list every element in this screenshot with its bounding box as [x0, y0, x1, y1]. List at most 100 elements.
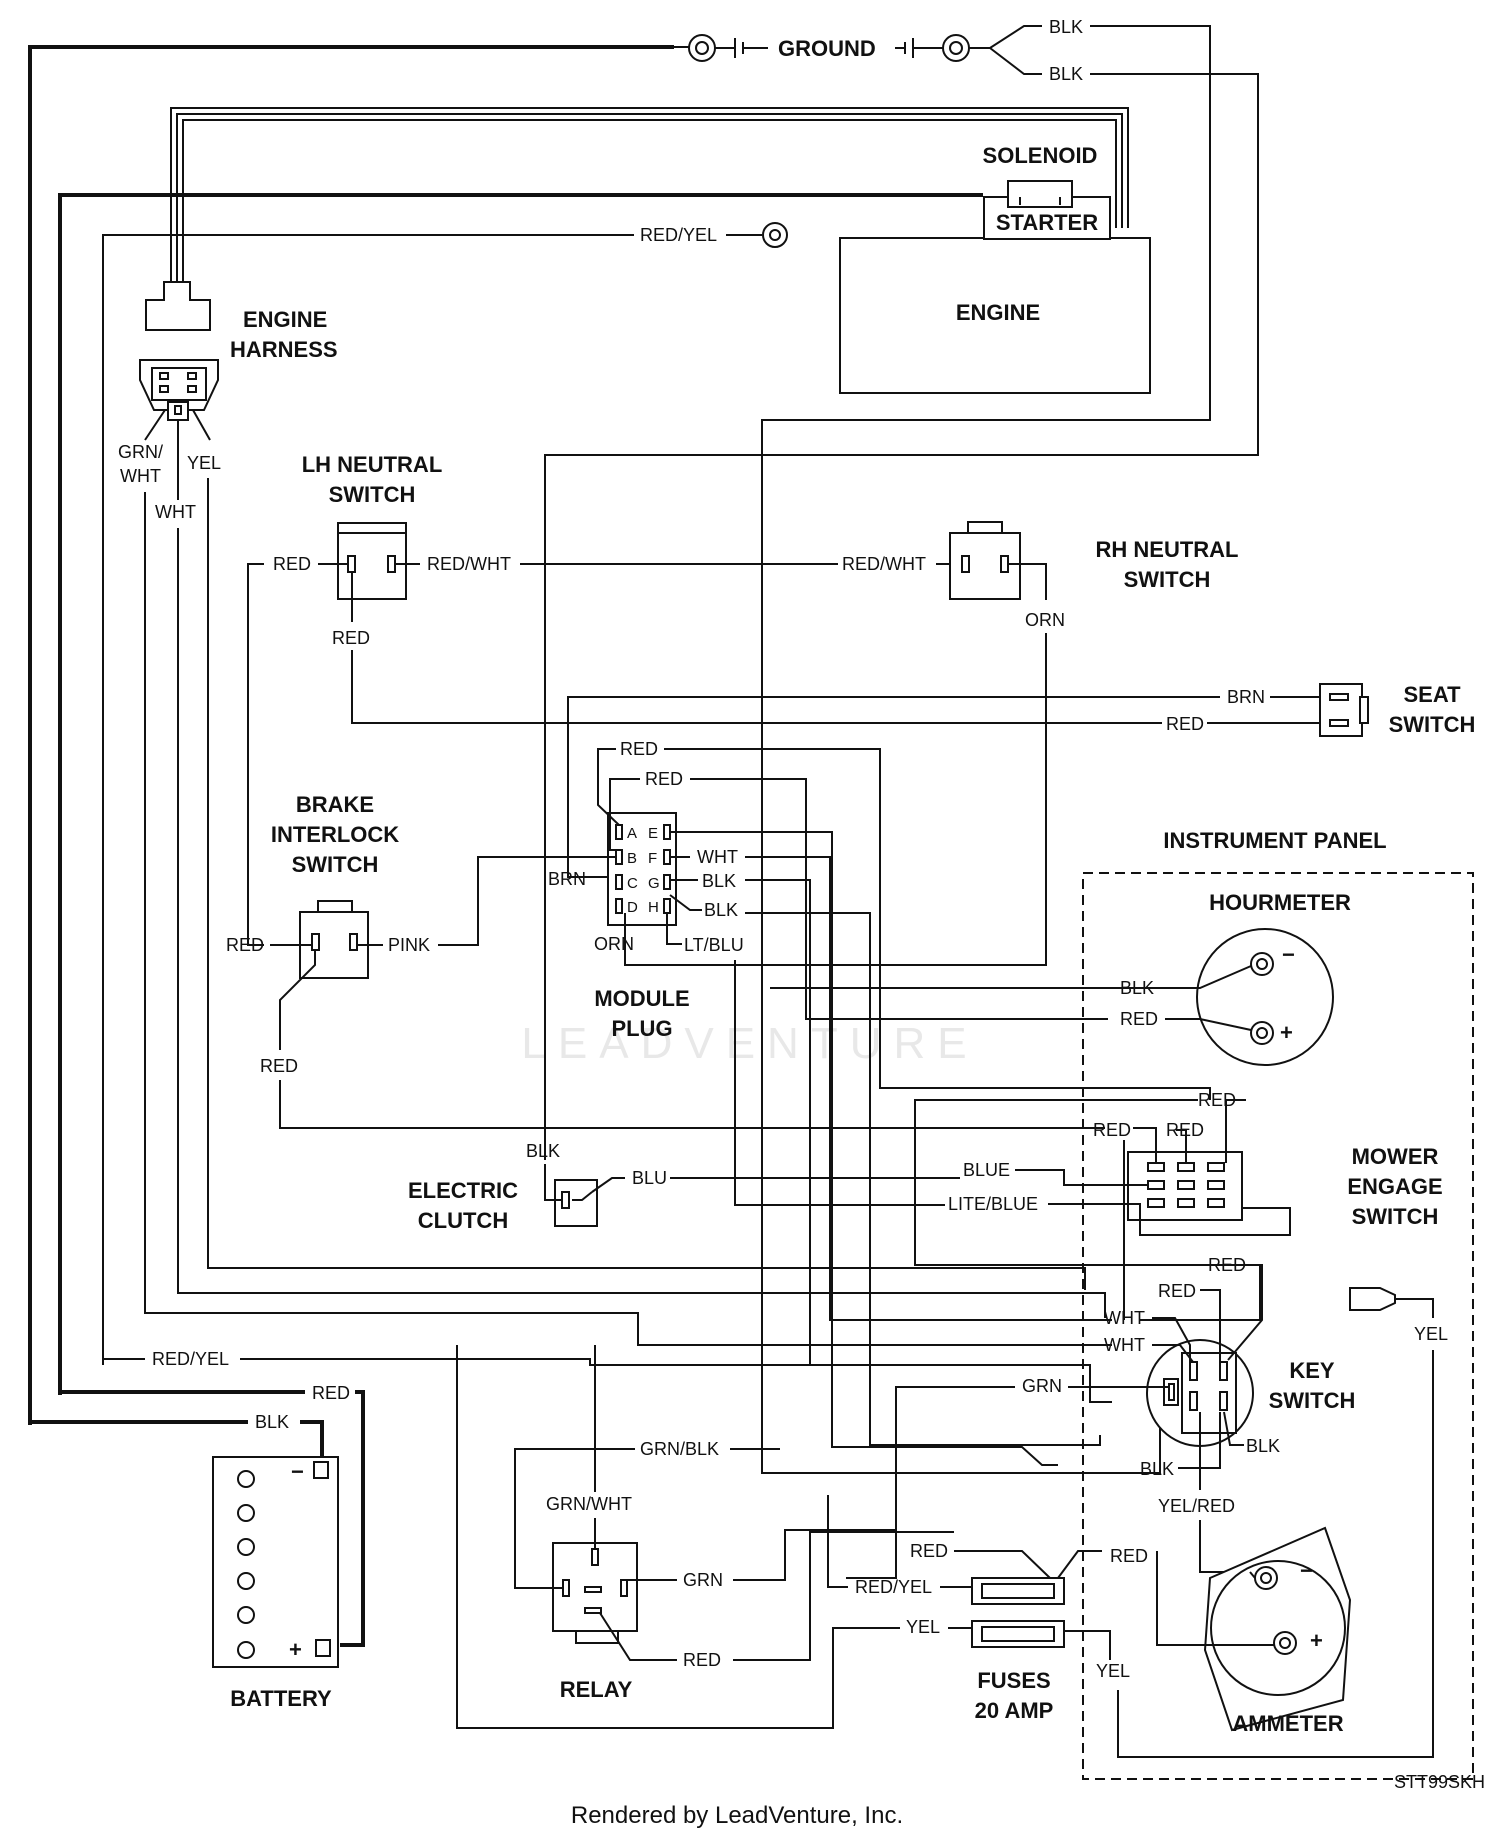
clutch-label-2: CLUTCH — [418, 1208, 508, 1233]
ammeter-minus: − — [1300, 1558, 1313, 1583]
pin-label: B — [627, 850, 637, 867]
wire-label: RED — [226, 935, 264, 955]
wire-label: RED/YEL — [640, 225, 717, 245]
seat-label-1: SEAT — [1403, 682, 1461, 707]
wire-label: BLK — [1246, 1436, 1280, 1456]
wire-label: RED — [312, 1383, 350, 1403]
wire-label: YEL — [1414, 1324, 1448, 1344]
clutch-label-1: ELECTRIC — [408, 1178, 518, 1203]
wire-label: RED/YEL — [152, 1349, 229, 1369]
footer-text: Rendered by LeadVenture, Inc. — [571, 1802, 903, 1829]
fuse-1 — [971, 1577, 1065, 1605]
wire-label: WHT — [1104, 1335, 1145, 1355]
wire-label: BLK — [704, 900, 738, 920]
wire-label: BLUE — [963, 1160, 1010, 1180]
fuses-label-1: FUSES — [977, 1668, 1050, 1693]
relay-label: RELAY — [560, 1677, 633, 1702]
engine-block — [839, 237, 1151, 394]
pin-label: E — [648, 825, 658, 842]
pin-label: D — [627, 899, 638, 916]
rh-neutral-label-2: SWITCH — [1124, 567, 1211, 592]
seat-switch — [1319, 683, 1369, 737]
instrument-panel-boundary — [1082, 872, 1474, 1780]
seat-label-2: SWITCH — [1389, 712, 1476, 737]
wire-label: RED — [1110, 1546, 1148, 1566]
wire-label: BRN — [548, 869, 586, 889]
wire-label: BLU — [632, 1168, 667, 1188]
brake-label-2: INTERLOCK — [271, 822, 399, 847]
pin-label: G — [648, 875, 660, 892]
accessory-plug — [1349, 1287, 1396, 1311]
pin-label: F — [648, 850, 657, 867]
brake-interlock-switch — [299, 900, 369, 979]
key-label-1: KEY — [1289, 1358, 1335, 1383]
wire-label: YEL — [1096, 1661, 1130, 1681]
engine-harness-label-2: HARNESS — [230, 337, 338, 362]
lh-neutral-label-1: LH NEUTRAL — [302, 452, 443, 477]
wire-label: WHT — [1104, 1308, 1145, 1328]
wire-label: LITE/BLUE — [948, 1194, 1038, 1214]
wire-label: RED/YEL — [855, 1577, 932, 1597]
hourmeter-label: HOURMETER — [1209, 890, 1351, 915]
wire-label: RED — [332, 628, 370, 648]
wire-label: ORN — [1025, 610, 1065, 630]
pin-label: A — [627, 825, 637, 842]
ammeter — [1203, 1526, 1352, 1732]
wire-label: RED/WHT — [427, 554, 511, 574]
module-plug — [607, 812, 677, 926]
module-label-1: MODULE — [594, 986, 689, 1011]
brake-label-3: SWITCH — [292, 852, 379, 877]
mower-label-1: MOWER — [1352, 1144, 1439, 1169]
fuse-2 — [971, 1620, 1065, 1648]
wire-label: BLK — [1049, 64, 1083, 84]
wire-label: BLK — [702, 871, 736, 891]
pin-label: C — [627, 875, 638, 892]
wire-label: LT/BLU — [684, 935, 744, 955]
wire-label: BLK — [1049, 17, 1083, 37]
wire-label: WHT — [697, 847, 738, 867]
relay — [552, 1542, 638, 1644]
battery-plus: + — [289, 1637, 302, 1662]
key-label-2: SWITCH — [1269, 1388, 1356, 1413]
wire-label: BLK — [526, 1141, 560, 1161]
fuses-label-2: 20 AMP — [975, 1698, 1054, 1723]
module-label-2: PLUG — [611, 1016, 672, 1041]
wire-label: RED — [1208, 1255, 1246, 1275]
ammeter-plus: + — [1310, 1628, 1323, 1653]
ground-label: GROUND — [778, 36, 876, 61]
diagram-code: STT99SKH — [1394, 1772, 1485, 1792]
electric-clutch — [554, 1179, 598, 1227]
rh-neutral-label-1: RH NEUTRAL — [1096, 537, 1239, 562]
wire-label: BLK — [255, 1412, 289, 1432]
lh-neutral-label-2: SWITCH — [329, 482, 416, 507]
wire-label: WHT — [155, 502, 196, 522]
wire-label: BLK — [1120, 978, 1154, 998]
wire-label: WHT — [120, 466, 161, 486]
wire-label: RED — [1120, 1009, 1158, 1029]
wire-label: GRN/WHT — [546, 1494, 632, 1514]
hourmeter-minus: − — [1282, 942, 1295, 967]
pin-label: H — [648, 899, 659, 916]
wire-label: RED — [683, 1650, 721, 1670]
wire-label: GRN/ — [118, 442, 163, 462]
wire-label: RED — [620, 739, 658, 759]
wire-label: ORN — [594, 934, 634, 954]
wire-label: BRN — [1227, 687, 1265, 707]
hourmeter — [1196, 928, 1334, 1066]
starter-label: STARTER — [996, 210, 1098, 235]
mower-label-2: ENGAGE — [1347, 1174, 1442, 1199]
battery-label: BATTERY — [230, 1686, 332, 1711]
watermark: LEADVENTURE — [521, 1019, 978, 1068]
wire-label: PINK — [388, 935, 430, 955]
battery-minus: − — [291, 1459, 304, 1484]
wire-label: YEL — [906, 1617, 940, 1637]
battery — [212, 1456, 339, 1668]
mower-label-3: SWITCH — [1352, 1204, 1439, 1229]
wire-label: RED — [1158, 1281, 1196, 1301]
wire-label: GRN — [1022, 1376, 1062, 1396]
wire-label: RED — [273, 554, 311, 574]
rh-neutral-switch — [949, 521, 1021, 600]
wire-label: RED — [1166, 714, 1204, 734]
wire-label: RED — [260, 1056, 298, 1076]
